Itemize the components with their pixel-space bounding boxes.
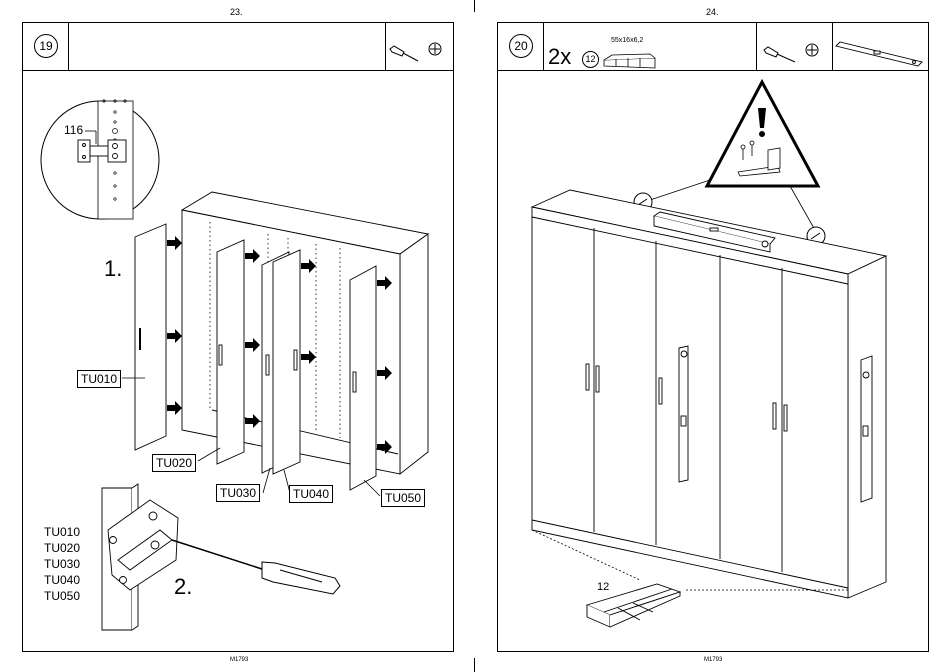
phillips-screw-head-icon	[806, 44, 818, 56]
spirit-level-on-side	[861, 356, 872, 502]
spirit-level-on-door	[679, 346, 688, 482]
spirit-level-icon	[836, 42, 922, 66]
shim-part-label: 12	[597, 581, 609, 593]
wedge-shims-icon	[604, 54, 655, 68]
assembled-wardrobe	[532, 190, 886, 598]
screwdriver-icon	[764, 47, 795, 62]
warning-exclamation-icon	[707, 82, 818, 186]
page-footer: M1793	[704, 657, 722, 663]
